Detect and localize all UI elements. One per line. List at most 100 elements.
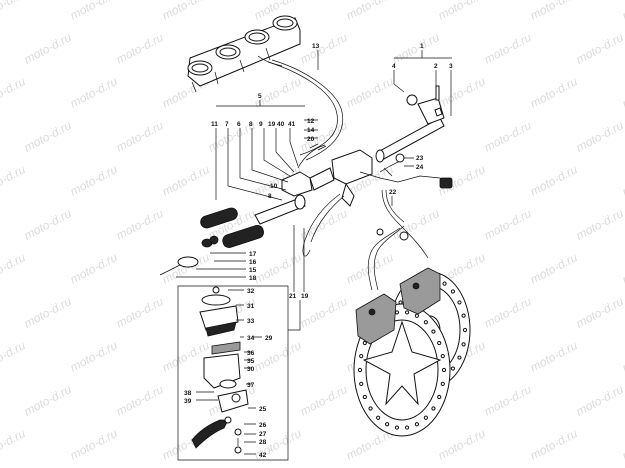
callout-15: 15 [249,267,257,274]
callout-37: 37 [247,382,255,389]
watermark-text: moto-d.ru [68,426,120,463]
watermark-text: moto-d.ru [252,338,304,375]
watermark-text: moto-d.ru [298,382,350,419]
watermark-text: moto-d.ru [620,0,625,23]
watermark-text: moto-d.ru [252,250,304,287]
watermark-text: moto-d.ru [620,250,625,287]
watermark-text: moto-d.ru [298,30,350,67]
callout-13: 13 [312,43,320,50]
disc-hole [431,329,436,334]
callout-42: 42 [259,452,267,459]
callout-19: 19 [268,121,276,128]
watermark-text: moto-d.ru [482,118,534,155]
watermark-text: moto-d.ru [114,382,166,419]
callout-40: 40 [277,121,285,128]
disc-hole [357,367,363,373]
disc-hole [441,367,447,373]
disc-hole [385,422,390,427]
disc-hole [404,310,410,315]
watermark-text: moto-d.ru [344,74,396,111]
disc-hole [440,381,445,386]
disc-hole [440,354,445,359]
watermark-text: moto-d.ru [528,0,580,23]
callout-4: 4 [392,63,396,70]
watermark-text: moto-d.ru [436,426,488,463]
callout-7: 7 [225,121,229,128]
watermark-text: moto-d.ru [160,250,212,287]
callout-39: 39 [184,398,192,405]
disc-hole [461,342,466,347]
callout-11: 11 [211,121,218,128]
disc-hole [461,313,466,318]
watermark-text: moto-d.ru [298,118,350,155]
watermark-text: moto-d.ru [528,250,580,287]
callout-19-b: 19 [301,293,309,300]
watermark-text: moto-d.ru [68,162,120,199]
callout-34: 34 [247,335,255,342]
callout-labels: 1 4 2 3 13 5 11 7 6 8 9 19 40 41 12 14 2… [184,43,453,459]
watermark-text: moto-d.ru [22,294,74,331]
callout-31: 31 [247,303,255,310]
watermark-text: moto-d.ru [390,206,442,243]
watermark-text: moto-d.ru [482,294,534,331]
disc-hole [376,415,381,420]
callout-8-b: 8 [268,193,272,200]
disc-hole [394,310,400,315]
watermark-text: moto-d.ru [620,338,625,375]
throttle-cables [267,59,344,161]
watermark-text: moto-d.ru [0,250,28,287]
disc-hole [404,425,410,430]
disc-hole [437,394,442,400]
watermark-text: moto-d.ru [68,250,120,287]
watermark-text: moto-d.ru [620,74,625,111]
disc-hole [437,340,442,346]
callout-33: 33 [247,318,255,325]
leader-lines [176,50,452,455]
watermark-text: moto-d.ru [528,338,580,375]
callout-22: 22 [389,189,397,196]
watermark-text: moto-d.ru [114,30,166,67]
callout-10: 10 [270,183,278,190]
callout-24: 24 [416,164,424,171]
watermark-text: moto-d.ru [114,206,166,243]
front-brake-assembly [353,189,471,437]
watermark-text: moto-d.ru [528,426,580,463]
watermark-text: moto-d.ru [390,30,442,67]
watermark-text: moto-d.ru [68,0,120,23]
disc-hole [423,415,428,420]
watermark-text: moto-d.ru [22,382,74,419]
watermark-text: moto-d.ru [298,206,350,243]
callout-38: 38 [184,390,192,397]
callout-26: 26 [259,422,267,429]
callout-25: 25 [259,406,267,413]
watermark-text: moto-d.ru [620,162,625,199]
watermark-text: moto-d.ru [574,206,625,243]
callout-14: 14 [307,127,315,134]
callout-6: 6 [237,121,241,128]
callout-20: 20 [307,136,315,143]
watermark-text: moto-d.ru [436,74,488,111]
watermark-text: moto-d.ru [528,162,580,199]
watermark-text: moto-d.ru [0,162,28,199]
watermark-text: moto-d.ru [22,206,74,243]
callout-9: 9 [259,121,263,128]
callout-29: 29 [265,335,273,342]
callout-32: 32 [247,288,255,295]
watermark-text: moto-d.ru [68,74,120,111]
watermark-text: moto-d.ru [574,294,625,331]
disc-hole [362,394,367,400]
callout-41: 41 [288,121,296,128]
callout-5: 5 [258,93,262,100]
watermark-text: moto-d.ru [620,426,625,463]
watermark-text: moto-d.ru [160,162,212,199]
callout-27: 27 [259,431,267,438]
watermark-text: moto-d.ru [574,118,625,155]
watermark-text: moto-d.ru [68,338,120,375]
callout-28: 28 [259,439,267,446]
disc-hole [450,289,456,294]
watermark-text: moto-d.ru [528,74,580,111]
disc-hole [457,355,462,360]
